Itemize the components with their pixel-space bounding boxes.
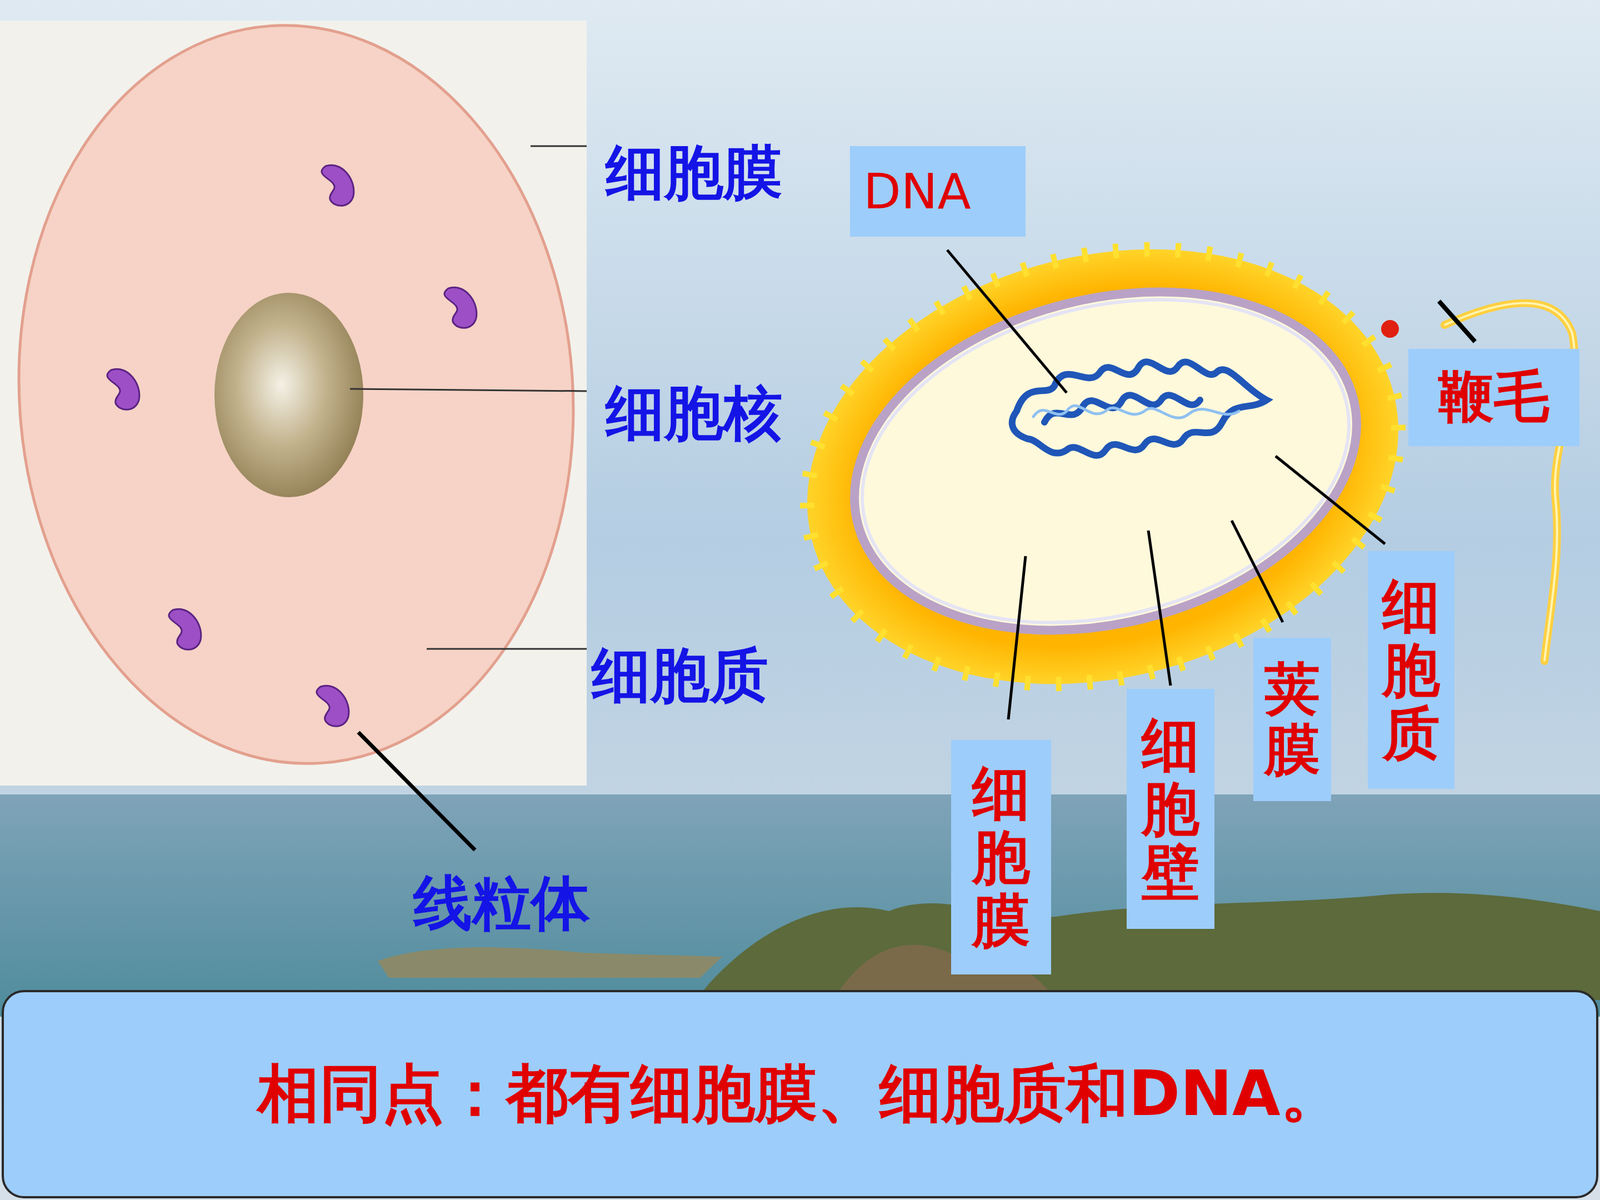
sea: [0, 794, 1600, 1017]
label-text: 荚膜: [1264, 658, 1320, 781]
flagellum-base: [1381, 320, 1399, 338]
cell-membrane: [827, 251, 1384, 671]
label-text: 相同点：都有细胞膜、细胞质和DNA。: [257, 1052, 1343, 1137]
capsule: [760, 189, 1445, 745]
leader-lines: [350, 146, 587, 649]
summary-band: 相同点：都有细胞膜、细胞质和DNA。: [1, 990, 1599, 1199]
leader-line: [358, 732, 475, 850]
animal-cell: [0, 6, 598, 783]
label-text: 细胞膜: [972, 761, 1030, 953]
label-text: 细胞壁: [1141, 713, 1200, 904]
dna-coil: [1012, 361, 1267, 456]
label-box: 细胞膜: [951, 740, 1052, 975]
label-box: 鞭毛: [1408, 348, 1580, 447]
label-box: 细胞壁: [1126, 688, 1215, 929]
part-label: 细胞质: [591, 636, 769, 716]
part-label: 细胞核: [605, 373, 783, 454]
part-label: 线粒体: [413, 863, 590, 944]
nucleus: [214, 292, 364, 498]
part-label: 细胞膜: [605, 133, 783, 213]
label-box: 荚膜: [1253, 637, 1332, 802]
label-text: 鞭毛: [1438, 360, 1550, 435]
label-text: DNA: [863, 162, 972, 220]
label-box: DNA: [850, 146, 1026, 237]
mitochondria: [107, 165, 477, 727]
shore: [377, 947, 723, 978]
label-box: 细胞质: [1367, 551, 1455, 789]
label-text: 细胞质: [1382, 574, 1440, 765]
cell-wall: [818, 241, 1393, 680]
